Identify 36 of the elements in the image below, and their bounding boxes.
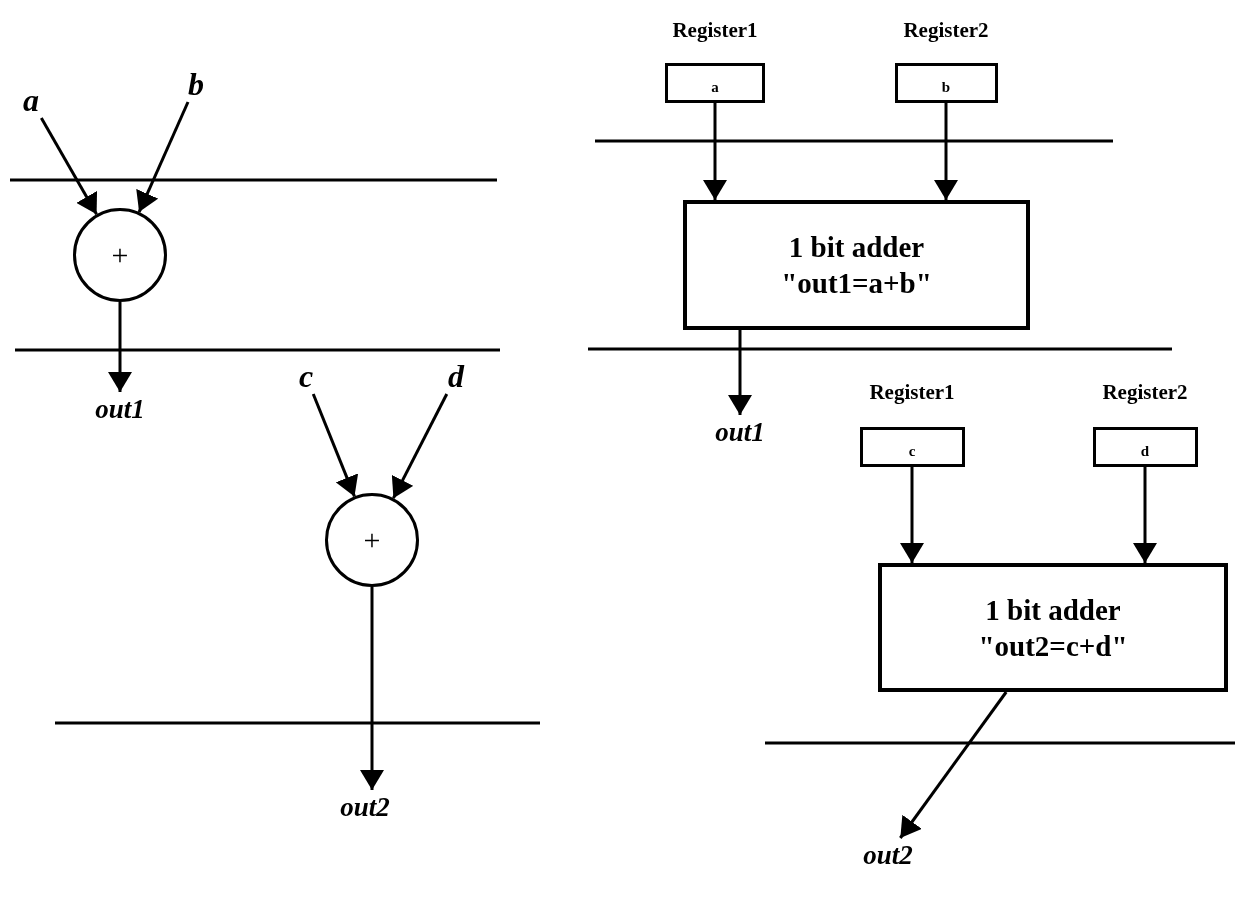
adder-circle: + — [73, 208, 167, 302]
arrow — [40, 117, 98, 215]
arrow — [728, 330, 752, 415]
register-label: Register1 — [672, 18, 758, 42]
arrow — [360, 587, 384, 790]
signal-label: out1 — [700, 415, 780, 449]
register-label: Register1 — [869, 380, 955, 404]
arrow — [900, 467, 924, 563]
adder-block — [683, 200, 1030, 330]
signal-label: out2 — [325, 790, 405, 824]
register-label: Register2 — [903, 18, 989, 42]
arrow — [1133, 467, 1157, 563]
arrow — [311, 393, 359, 497]
arrow — [391, 393, 449, 499]
adder-expression: "out1=a+b" — [781, 266, 932, 301]
register-box: b — [894, 63, 998, 103]
signal-label: c — [293, 358, 319, 394]
signal-label: out1 — [80, 392, 160, 426]
adder-title: 1 bit adder — [985, 592, 1121, 628]
arrow — [934, 103, 958, 200]
adder-block — [878, 563, 1228, 692]
register-label: Register2 — [1102, 380, 1188, 404]
signal-label: out2 — [848, 838, 928, 872]
register-box: c — [859, 427, 965, 467]
register-box: d — [1092, 427, 1198, 467]
signal-label: a — [18, 82, 44, 118]
signal-label: b — [183, 66, 209, 102]
arrow — [899, 691, 1008, 839]
signal-label: d — [443, 358, 469, 394]
arrow — [136, 101, 190, 213]
adder-title: 1 bit adder — [788, 230, 925, 265]
arrow — [703, 103, 727, 200]
adder-expression: "out2=c+d" — [978, 628, 1128, 664]
register-box: a — [665, 63, 765, 103]
adder-circle: + — [325, 493, 419, 587]
arrow — [108, 302, 132, 392]
